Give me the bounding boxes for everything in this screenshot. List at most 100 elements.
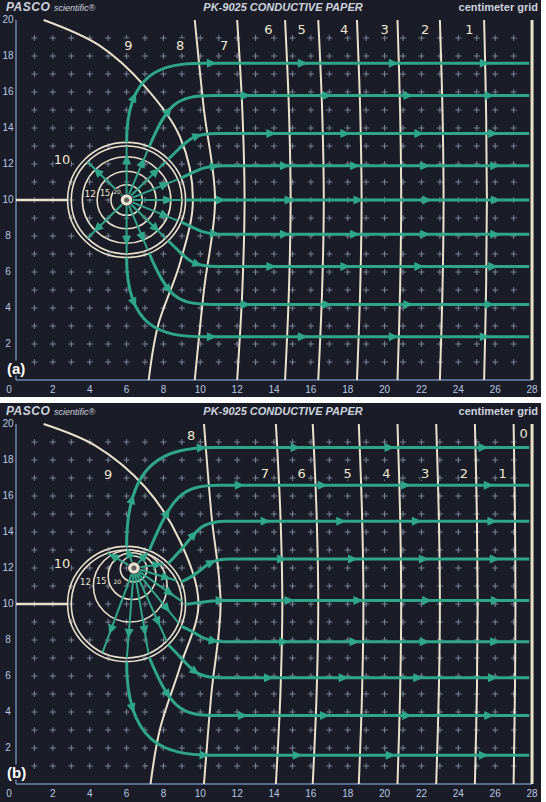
field-line [149,485,529,551]
arrowhead [187,527,200,540]
arrowhead [128,297,140,310]
arrowhead [136,156,148,169]
axis-number: 4 [87,385,93,395]
arrowhead [348,555,358,564]
field-line [168,241,529,267]
arrowhead [478,443,488,452]
arrowhead [199,750,209,759]
axis-number: 14 [268,789,279,799]
field-line [102,574,131,653]
arrowhead [419,555,429,564]
line-electrode [531,20,534,380]
axis-number: 14 [2,123,13,133]
equipotential-line [514,424,516,784]
arrowhead [422,196,432,205]
axis-number: 12 [232,789,243,799]
axis-number: 2 [5,743,11,753]
arrowhead [122,154,131,164]
arrowhead [152,615,164,628]
axis-number: 22 [416,789,427,799]
potential-label: 2 [421,23,429,36]
axis-number: 16 [2,87,13,97]
arrowhead [216,196,226,205]
arrowhead [340,129,350,138]
axis-number: 10 [2,195,13,205]
field-line [135,574,149,653]
equipotential-line [313,424,319,784]
axis-number: 0 [6,789,12,799]
axis-number: 6 [124,789,130,799]
arrowhead [149,222,162,235]
arrowhead [189,665,202,678]
axis-number: 10 [2,599,13,609]
header-text: centimeter grid [459,406,538,417]
arrowhead [490,637,500,646]
field-line [168,133,529,159]
arrowhead [485,300,495,309]
arrowhead [128,90,140,103]
axis-number: 2 [50,789,56,799]
arrowhead [191,130,203,142]
potential-label: 10 [54,152,71,165]
arrowhead [414,262,424,271]
potential-label: 6 [264,23,272,36]
field-line [168,521,529,563]
arrowhead [340,262,350,271]
axis-number: 6 [124,385,130,395]
field-line [138,573,178,623]
axis-number: 14 [2,527,13,537]
arrowhead [280,161,290,170]
arrowhead [205,556,218,569]
axis-number: 16 [2,491,13,501]
grid-axis [16,783,532,785]
paper-sheet [0,0,541,397]
arrowhead [389,332,399,341]
arrowhead [491,596,501,605]
field-plot [16,20,532,380]
header-text: centimeter grid [459,2,538,13]
paper-sheet [0,403,541,802]
potential-label: 7 [261,466,269,479]
arrowhead [159,210,172,222]
grid-axis [16,379,532,381]
arrowhead [485,91,495,100]
arrowhead [491,196,501,205]
grid-cross [31,439,516,769]
equipotential-line [475,424,478,784]
axis-number: 10 [195,385,206,395]
arrowhead [149,165,162,178]
equipotential-line [436,424,440,784]
axis-number: 24 [453,385,464,395]
arrowhead [163,196,173,205]
axis-number: 8 [5,231,11,241]
arrowhead [90,165,103,178]
line-electrode [531,424,534,784]
arrowhead [298,332,308,341]
axis-number: 14 [268,385,279,395]
arrowhead [322,91,332,100]
point-electrode [131,566,136,571]
potential-label: 15 [100,190,110,198]
axis-number: 24 [453,789,464,799]
arrowhead [161,506,174,519]
equipotential-line [204,424,221,784]
arrowhead [412,517,422,526]
arrowhead [162,104,175,117]
electrode-lead [16,199,68,202]
arrowhead [353,196,363,205]
arrowhead [293,751,303,760]
arrowhead [266,129,276,138]
panel-letter: (a) [7,361,25,376]
potential-label: 8 [187,428,195,441]
field-line [181,559,529,582]
potential-label: 12 [85,189,96,198]
arrowhead [490,555,500,564]
arrowhead [126,493,137,505]
potential-label: 9 [104,468,112,481]
arrowhead [322,300,332,309]
arrowhead [353,596,363,605]
potential-label: 4 [382,466,390,479]
arrowhead [487,517,497,526]
potential-label: 15 [96,578,106,586]
